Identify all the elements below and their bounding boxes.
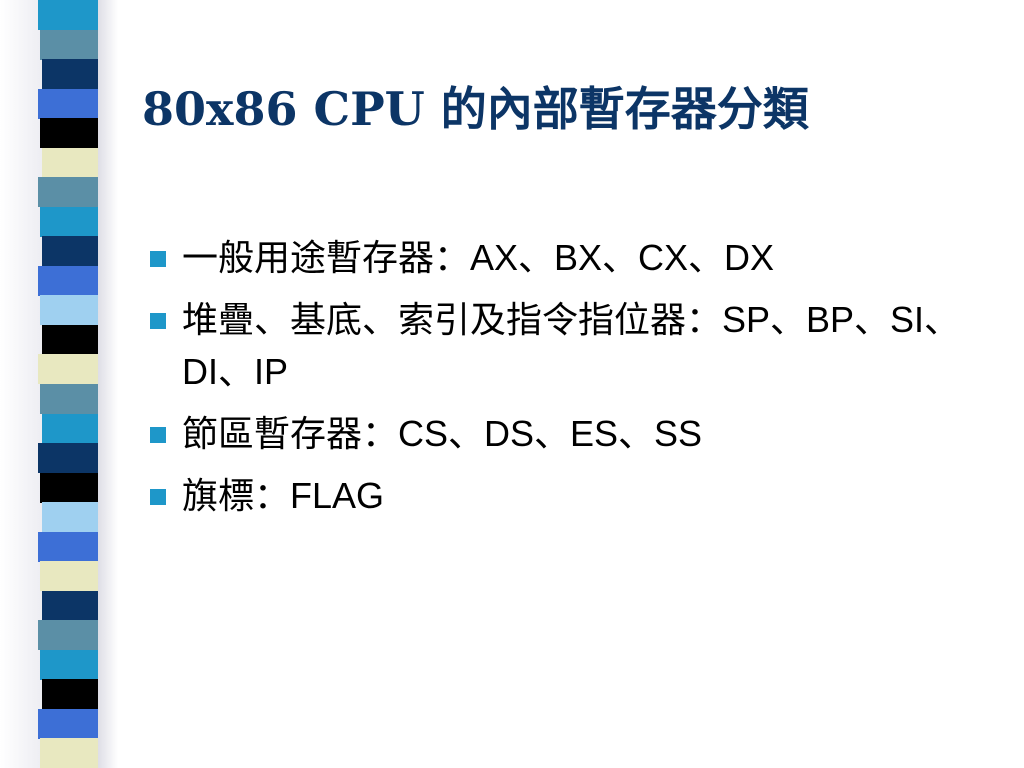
strip-block bbox=[40, 295, 98, 326]
strip-block bbox=[38, 443, 98, 474]
strip-block bbox=[40, 649, 98, 680]
strip-block bbox=[38, 265, 98, 296]
bullet-item-general-purpose: 一般用途暫存器：AX、BX、CX、DX bbox=[150, 232, 970, 284]
bullet-item-flag: 旗標：FLAG bbox=[150, 470, 970, 522]
strip-block bbox=[38, 177, 98, 208]
strip-block bbox=[40, 472, 98, 503]
strip-block bbox=[40, 384, 98, 415]
strip-block bbox=[42, 324, 98, 355]
bullet-text: 一般用途暫存器：AX、BX、CX、DX bbox=[182, 237, 775, 278]
bullet-item-pointer-index: 堆疊、基底、索引及指令指位器：SP、BP、SI、DI、IP bbox=[150, 294, 970, 398]
bullet-text: 堆疊、基底、索引及指令指位器：SP、BP、SI、DI、IP bbox=[182, 299, 961, 392]
decorative-striped-bar bbox=[38, 0, 98, 768]
strip-block bbox=[42, 236, 98, 267]
square-bullet-icon bbox=[150, 489, 166, 505]
bullet-list: 一般用途暫存器：AX、BX、CX、DX 堆疊、基底、索引及指令指位器：SP、BP… bbox=[150, 232, 970, 532]
strip-block bbox=[38, 0, 98, 31]
square-bullet-icon bbox=[150, 313, 166, 329]
strip-block bbox=[40, 206, 98, 237]
strip-block bbox=[42, 59, 98, 90]
strip-block bbox=[40, 29, 98, 60]
strip-block bbox=[38, 620, 98, 651]
square-bullet-icon bbox=[150, 251, 166, 267]
strip-block bbox=[38, 531, 98, 562]
strip-block bbox=[40, 738, 98, 768]
strip-block bbox=[40, 561, 98, 592]
bullet-text: 節區暫存器：CS、DS、ES、SS bbox=[182, 413, 703, 454]
bullet-text: 旗標：FLAG bbox=[182, 475, 385, 516]
strip-block bbox=[38, 88, 98, 119]
strip-block bbox=[42, 679, 98, 710]
strip-block bbox=[42, 502, 98, 533]
slide-title: 80x86 CPU 的內部暫存器分類 bbox=[142, 82, 809, 136]
strip-block bbox=[42, 147, 98, 178]
strip-block bbox=[40, 118, 98, 149]
bullet-item-segment: 節區暫存器：CS、DS、ES、SS bbox=[150, 408, 970, 460]
square-bullet-icon bbox=[150, 427, 166, 443]
strip-block bbox=[38, 708, 98, 739]
strip-block bbox=[42, 590, 98, 621]
strip-block bbox=[42, 413, 98, 444]
strip-block bbox=[38, 354, 98, 385]
